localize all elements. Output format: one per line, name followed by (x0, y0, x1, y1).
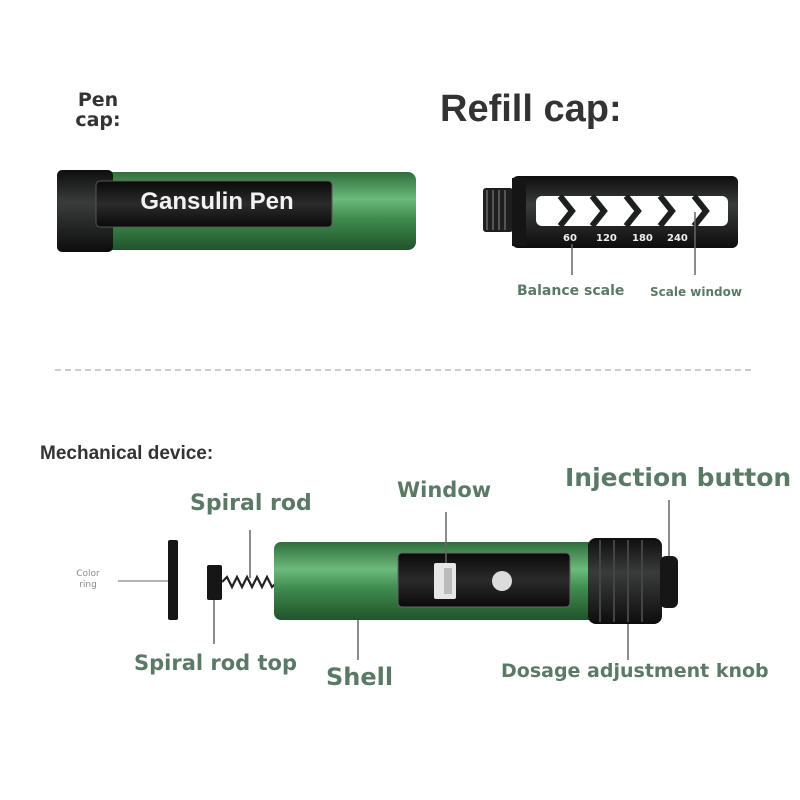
color-ring-label: Color ring (76, 569, 100, 590)
color-ring (168, 540, 178, 620)
spiral-rod-label: Spiral rod (190, 491, 312, 516)
shell-label: Shell (326, 663, 394, 691)
balance-scale-label: Balance scale (517, 283, 625, 299)
spiral-rod-top (207, 565, 222, 600)
pen-cap-heading: Pen cap: (75, 89, 121, 131)
scale-tick-120: 120 (596, 233, 617, 244)
window-label: Window (397, 478, 492, 502)
pen-cap-brand-text: Gansulin Pen (140, 188, 294, 215)
refill-cap-ring (512, 178, 526, 246)
scale-tick-60: 60 (563, 233, 577, 244)
refill-cap-heading: Refill cap: (440, 88, 622, 130)
mechanical-device (118, 500, 678, 660)
pen-cap (57, 170, 416, 252)
scale-tick-240: 240 (667, 233, 688, 244)
spiral-rod-top-label: Spiral rod top (134, 651, 298, 675)
injection-button (660, 556, 678, 608)
mechanical-device-heading: Mechanical device: (40, 443, 214, 464)
spiral-rod-coil (221, 574, 278, 590)
refill-cap (483, 176, 738, 275)
dosage-knob-label: Dosage adjustment knob (501, 660, 769, 682)
window-panel (397, 552, 571, 608)
dosage-adjustment-knob (588, 538, 662, 624)
scale-window-cutout (536, 196, 728, 226)
window-logo (492, 571, 512, 591)
pen-cap-label-plate (95, 180, 333, 228)
scale-tick-180: 180 (632, 233, 653, 244)
injection-button-label: Injection button (565, 463, 792, 492)
scale-window-label: Scale window (650, 285, 742, 299)
